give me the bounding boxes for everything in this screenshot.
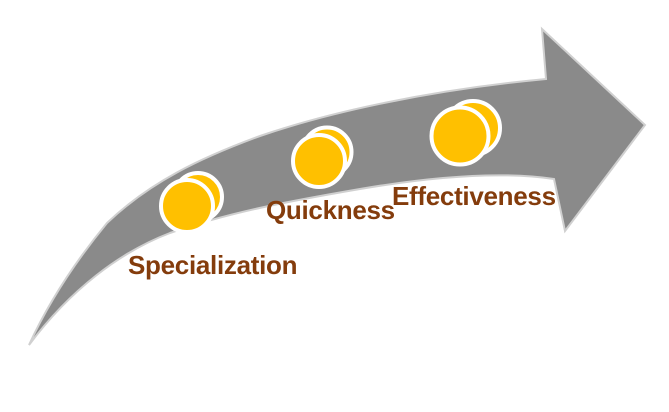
coin-front-circle bbox=[291, 133, 347, 189]
label-quickness: Quickness bbox=[266, 195, 395, 225]
label-specialization: Specialization bbox=[128, 250, 298, 280]
coin-icon bbox=[291, 125, 354, 189]
label-effectiveness: Effectiveness bbox=[392, 181, 556, 211]
coin-icon bbox=[429, 99, 502, 167]
coin-front-circle bbox=[429, 105, 491, 167]
coin-icon bbox=[159, 171, 224, 234]
coin-front-circle bbox=[159, 178, 215, 234]
